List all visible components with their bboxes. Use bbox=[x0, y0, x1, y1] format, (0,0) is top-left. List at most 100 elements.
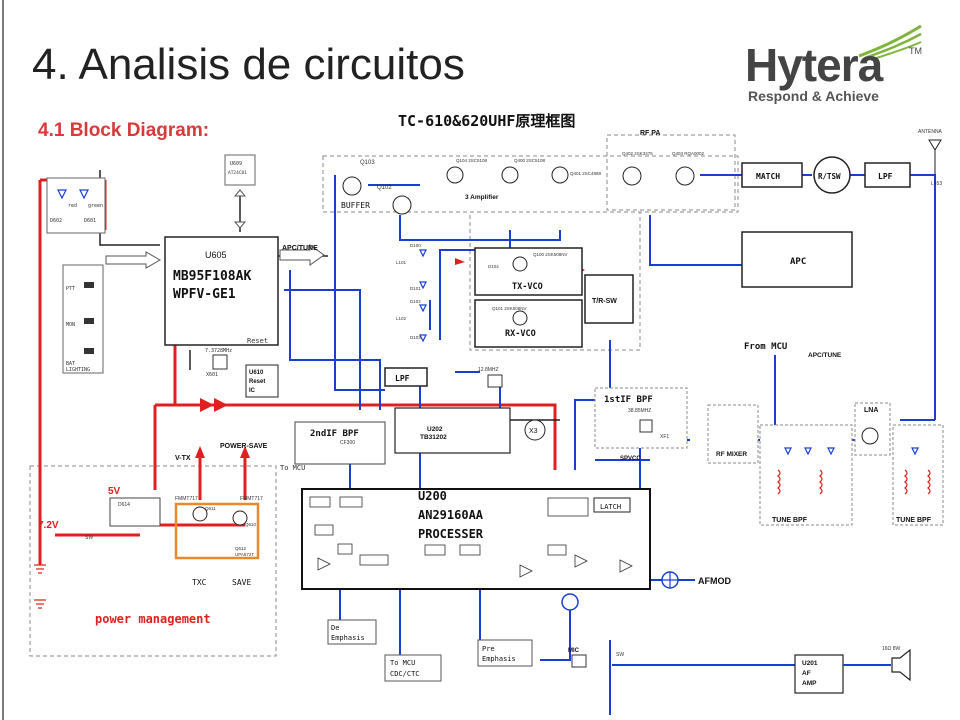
match-label: MATCH bbox=[756, 172, 780, 181]
lna-transistor bbox=[861, 427, 879, 445]
reset-ic-block bbox=[245, 364, 279, 398]
q103-transistor bbox=[342, 176, 362, 196]
xtal-128 bbox=[487, 374, 503, 388]
rf-pa-label: RF PA bbox=[640, 130, 660, 137]
q103-label: Q103 bbox=[360, 160, 375, 166]
apc-tune-top: APC/TUNE bbox=[282, 245, 318, 252]
v5-label: 5V bbox=[108, 486, 121, 497]
rtsw-label: R/TSW bbox=[818, 172, 841, 181]
trsw-label: T/R-SW bbox=[592, 298, 617, 305]
antenna-label: ANTENNA bbox=[918, 129, 943, 135]
d101-label: D101 bbox=[410, 286, 421, 291]
q611-label: Q611 bbox=[205, 506, 216, 511]
de-emphasis-block bbox=[327, 619, 377, 645]
mon-label: MON bbox=[66, 322, 75, 328]
lpf-top-block bbox=[864, 162, 911, 188]
power-save-label: POWER-SAVE bbox=[220, 443, 268, 450]
tx-vco-label: TX-VCO bbox=[512, 282, 543, 292]
lighting-label: LIGHTING bbox=[66, 367, 90, 373]
d100-label: D100 bbox=[410, 243, 421, 248]
lpf-mid-block bbox=[384, 367, 428, 387]
apc-block bbox=[741, 231, 853, 288]
u201-line2: AF bbox=[802, 670, 811, 677]
q610-label: Q610 bbox=[245, 522, 257, 527]
u609-bus-arrow bbox=[233, 189, 247, 229]
antenna-icon bbox=[928, 139, 942, 175]
q401-transistor bbox=[551, 166, 569, 184]
reset-ic-line1: U610 bbox=[249, 370, 264, 376]
latch-block bbox=[593, 497, 631, 513]
to-mcu-bottom-block bbox=[384, 654, 442, 682]
u201-line1: U201 bbox=[802, 660, 818, 667]
hytera-logo-tm: TM bbox=[909, 46, 922, 56]
varactor-diodes bbox=[419, 249, 427, 343]
ptt-label: PTT bbox=[66, 286, 75, 292]
apc-tune-arrow bbox=[279, 244, 325, 266]
xf1-label: XF1 bbox=[660, 434, 669, 440]
mic-icon bbox=[571, 654, 587, 668]
mcu-line1: MB95F108AK bbox=[173, 269, 251, 284]
from-mcu-label: From MCU bbox=[744, 342, 787, 352]
lna-block bbox=[854, 402, 891, 456]
first-if-block bbox=[594, 387, 688, 449]
d102-label: D102 bbox=[410, 299, 421, 304]
tb31202-label: TB31202 bbox=[420, 434, 447, 441]
first-if-label: 1stIF BPF bbox=[604, 395, 653, 405]
u609-chip bbox=[224, 154, 256, 186]
txc-label: TXC bbox=[192, 578, 207, 587]
u200-line1: U200 bbox=[418, 489, 447, 503]
afmod-summer-cross bbox=[662, 572, 678, 588]
x3-multiplier bbox=[524, 419, 546, 441]
mcu-crystal-ref: X601 bbox=[206, 372, 218, 378]
to-mcu-bottom-line2: CDC/CTC bbox=[390, 670, 420, 678]
q403-label: Q403 RQA0002 bbox=[672, 151, 705, 156]
x3-label: X3 bbox=[529, 428, 538, 435]
tune-bpf-right-block bbox=[892, 424, 944, 526]
button-block bbox=[62, 264, 104, 374]
apc-label: APC bbox=[790, 257, 806, 267]
slide-title: 4. Analisis de circuitos bbox=[32, 40, 465, 89]
u200-line3: PROCESSER bbox=[418, 527, 484, 541]
ground-symbols bbox=[34, 564, 46, 609]
u201-block bbox=[794, 654, 844, 694]
tune-bpf-right: TUNE BPF bbox=[896, 517, 932, 524]
second-if-block bbox=[294, 421, 386, 465]
sw-label: SW bbox=[85, 535, 93, 541]
v72-label: 7.2V bbox=[38, 520, 59, 531]
mcu-led-arrow bbox=[105, 251, 162, 269]
u200-internal-blocks bbox=[309, 496, 633, 578]
fmmt717-b: FMMT717 bbox=[240, 496, 263, 502]
q400-label: Q400 2SC5108 bbox=[514, 158, 546, 163]
afmod-label: AFMOD bbox=[698, 576, 731, 586]
q400-transistor bbox=[501, 166, 519, 184]
fmmt717-a: FMMT717 bbox=[175, 496, 198, 502]
d601-label: D601 bbox=[84, 218, 96, 224]
save-label: SAVE bbox=[232, 578, 251, 587]
l453-label: L453 bbox=[931, 181, 942, 187]
d602-label: D602 bbox=[50, 218, 62, 224]
bat-label: BAT bbox=[66, 361, 75, 367]
d614-label: D614 bbox=[118, 502, 130, 508]
sw-bottom-label: SW bbox=[616, 652, 624, 658]
to-mcu-left: To MCU bbox=[280, 464, 305, 472]
slide-subtitle: 4.1 Block Diagram: bbox=[38, 120, 210, 141]
slide-left-border bbox=[2, 0, 4, 720]
led-green-label: green bbox=[88, 203, 103, 209]
latch-label: LATCH bbox=[600, 503, 621, 511]
tune-bpf-left: TUNE BPF bbox=[772, 517, 808, 524]
power-management-label: power management bbox=[95, 612, 211, 626]
d614-regulator bbox=[109, 497, 161, 527]
rx-vco-block bbox=[474, 299, 583, 348]
tune-bpf-left-block bbox=[759, 424, 853, 526]
mic-label: MIC bbox=[568, 648, 580, 654]
led-red-label: red bbox=[68, 203, 77, 209]
cf300-label: CF300 bbox=[340, 440, 355, 446]
second-if-label: 2ndIF BPF bbox=[310, 429, 359, 439]
tune-coils bbox=[777, 469, 931, 495]
l102-label: L102 bbox=[396, 316, 407, 321]
led-diodes bbox=[57, 189, 89, 200]
match-block bbox=[741, 162, 803, 188]
diagram-heading: TC-610&620UHF原理框图 bbox=[398, 112, 575, 130]
tx-vco-block bbox=[474, 247, 583, 296]
